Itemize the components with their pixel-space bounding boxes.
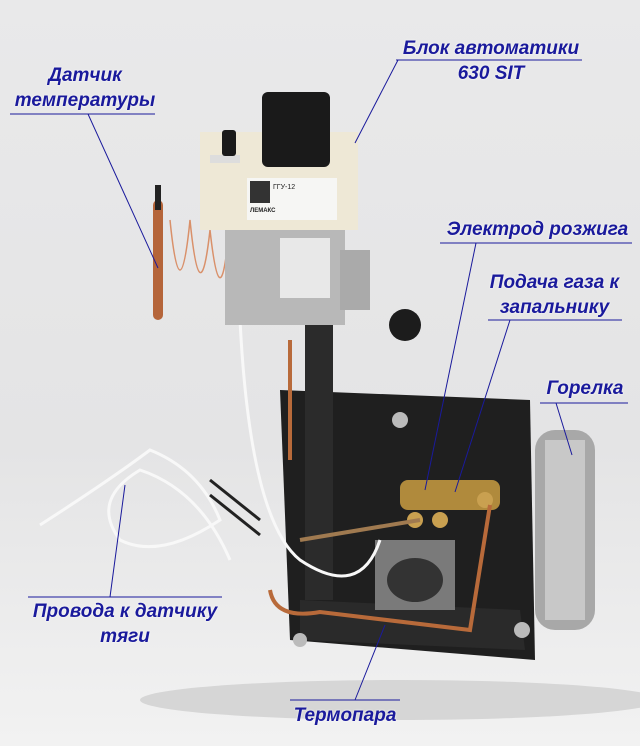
leader-temp-sensor <box>10 113 159 269</box>
draft-sensor-wires <box>39 319 382 578</box>
label-burner: Горелка <box>540 376 630 401</box>
leader-burner <box>540 402 628 456</box>
thermocouple-tube <box>268 504 492 633</box>
label-line: 630 SIT <box>457 63 525 84</box>
temperature-sensor <box>153 185 229 320</box>
mounting-frame <box>280 390 535 660</box>
label-temperature-sensor: Датчик температуры <box>10 63 160 113</box>
leader-thermocouple <box>290 624 400 701</box>
label-line: Горелка <box>546 378 624 399</box>
automatic-block-630-sit <box>200 92 421 341</box>
label-line: температуры <box>14 90 156 111</box>
label-automatic-block: Блок автоматики 630 SIT <box>396 36 586 86</box>
gas-pipe <box>305 300 333 600</box>
label-thermocouple: Термопара <box>285 703 405 728</box>
label-line: Провода к датчику <box>32 601 218 622</box>
label-line: Блок автоматики <box>402 38 580 59</box>
label-ignition-electrode: Электрод розжига <box>440 217 635 242</box>
device-brand-logo: ЛЕМАКС <box>250 208 276 214</box>
label-line: Датчик <box>48 65 122 86</box>
label-line: Подача газа к <box>489 272 620 293</box>
label-line: Электрод розжига <box>446 219 629 240</box>
leader-pilot-gas <box>454 319 622 493</box>
label-draft-sensor-wires: Провода к датчику тяги <box>25 599 225 649</box>
label-line: тяги <box>100 626 150 647</box>
leader-wires <box>28 484 222 598</box>
pilot-assembly <box>400 480 500 528</box>
burner <box>535 430 595 630</box>
leader-lines <box>10 59 632 701</box>
label-pilot-gas-supply: Подача газа к запальнику <box>482 270 627 320</box>
label-line: запальнику <box>499 297 610 318</box>
label-line: Термопара <box>293 705 397 726</box>
leader-ignition-electrode <box>424 242 632 491</box>
device-model-text: ГГУ-12 <box>273 184 295 191</box>
leader-automatic-block <box>354 59 582 144</box>
